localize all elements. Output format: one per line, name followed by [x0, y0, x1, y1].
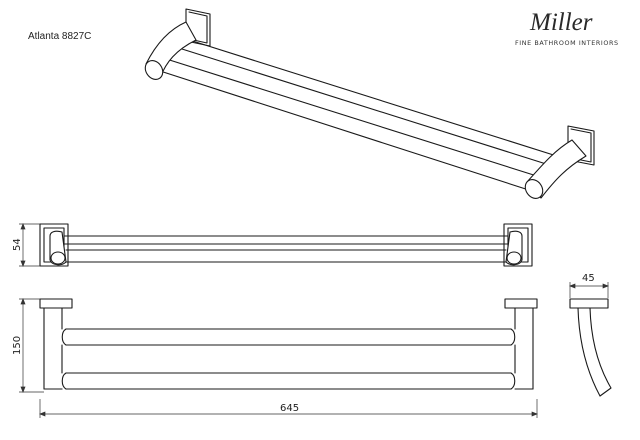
brand-logo: Miller FINE BATHROOM INTERIORS: [515, 9, 619, 47]
front-bar-top-iso: [159, 56, 541, 178]
rear-bar-top-iso: [182, 37, 564, 159]
dimension-width-label: 645: [280, 403, 299, 414]
top-view: 54: [12, 223, 533, 267]
brand-name: Miller: [529, 9, 593, 36]
right-plate-front: [504, 298, 538, 309]
side-curved-arm: [577, 307, 612, 397]
isometric-view: [144, 8, 595, 199]
front-bar-bottom-iso: [156, 69, 536, 193]
left-arm-end-iso: [144, 60, 164, 80]
dimension-line-width: [39, 399, 538, 418]
right-arm-iso: [526, 139, 587, 199]
upper-bar-front: [65, 328, 512, 346]
dimension-height-label: 150: [12, 336, 23, 355]
right-arm-end-iso: [524, 179, 544, 199]
rear-bar-bottom-iso: [181, 48, 563, 170]
side-wall-plate: [569, 298, 609, 309]
product-code: Atlanta 8827C: [28, 31, 91, 42]
lower-bar-front: [65, 372, 512, 390]
left-plate-front: [39, 298, 73, 309]
dimension-side-depth-label: 45: [582, 273, 595, 284]
right-end-cap-top: [506, 251, 522, 265]
left-end-cap-top: [50, 251, 66, 265]
dimension-line-side-depth: [569, 282, 609, 298]
front-view: 150 645: [12, 298, 538, 418]
side-view: 45: [569, 273, 612, 397]
dimension-depth-label: 54: [12, 238, 23, 251]
dimension-line-depth: [19, 223, 40, 267]
brand-tagline: FINE BATHROOM INTERIORS: [515, 39, 619, 47]
